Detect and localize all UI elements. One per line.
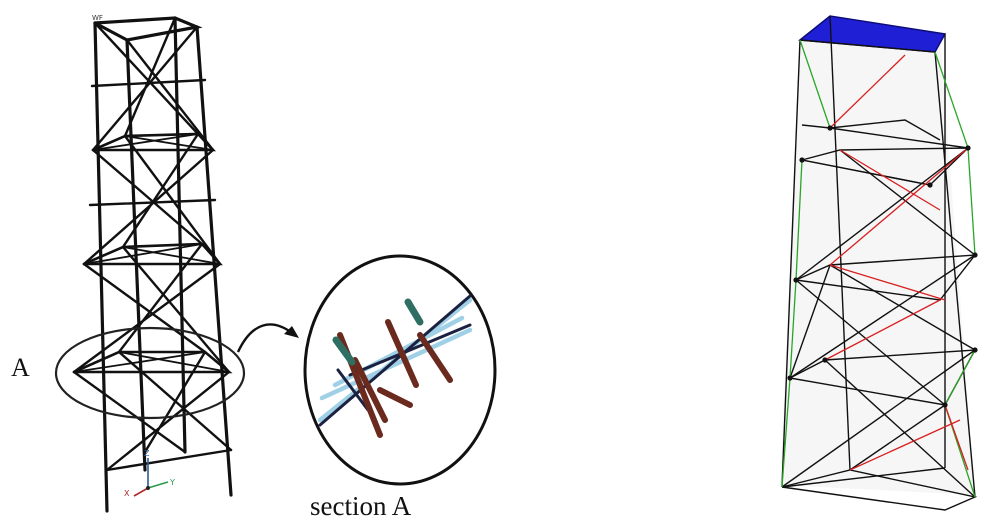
top-ring (93, 16, 203, 42)
axis-y-label: Y (169, 478, 175, 487)
leg-back-right (173, 16, 187, 454)
section-a-ellipse (54, 326, 246, 420)
tiny-top-label: WF (92, 14, 103, 22)
right-tower-face-shade (780, 35, 975, 495)
right-tower (780, 15, 978, 511)
detail-circle (303, 254, 497, 486)
callout-arrow (236, 323, 293, 353)
callout-arrowhead-icon (284, 326, 299, 338)
leg-front-left (93, 21, 109, 513)
tower-bracing (72, 16, 233, 472)
joint-nodes (787, 125, 978, 408)
level-diagonals (73, 133, 230, 373)
left-tower-frame (72, 16, 233, 513)
axis-triad-icon (133, 458, 169, 497)
axis-x-label: X (124, 489, 130, 498)
detail-caption: section A (310, 491, 412, 521)
section-a-detail (317, 294, 473, 438)
axis-z-label: Z (144, 449, 150, 458)
leg-front-right (195, 25, 233, 497)
red-members (824, 54, 969, 471)
marker-label-a: A (11, 353, 30, 382)
